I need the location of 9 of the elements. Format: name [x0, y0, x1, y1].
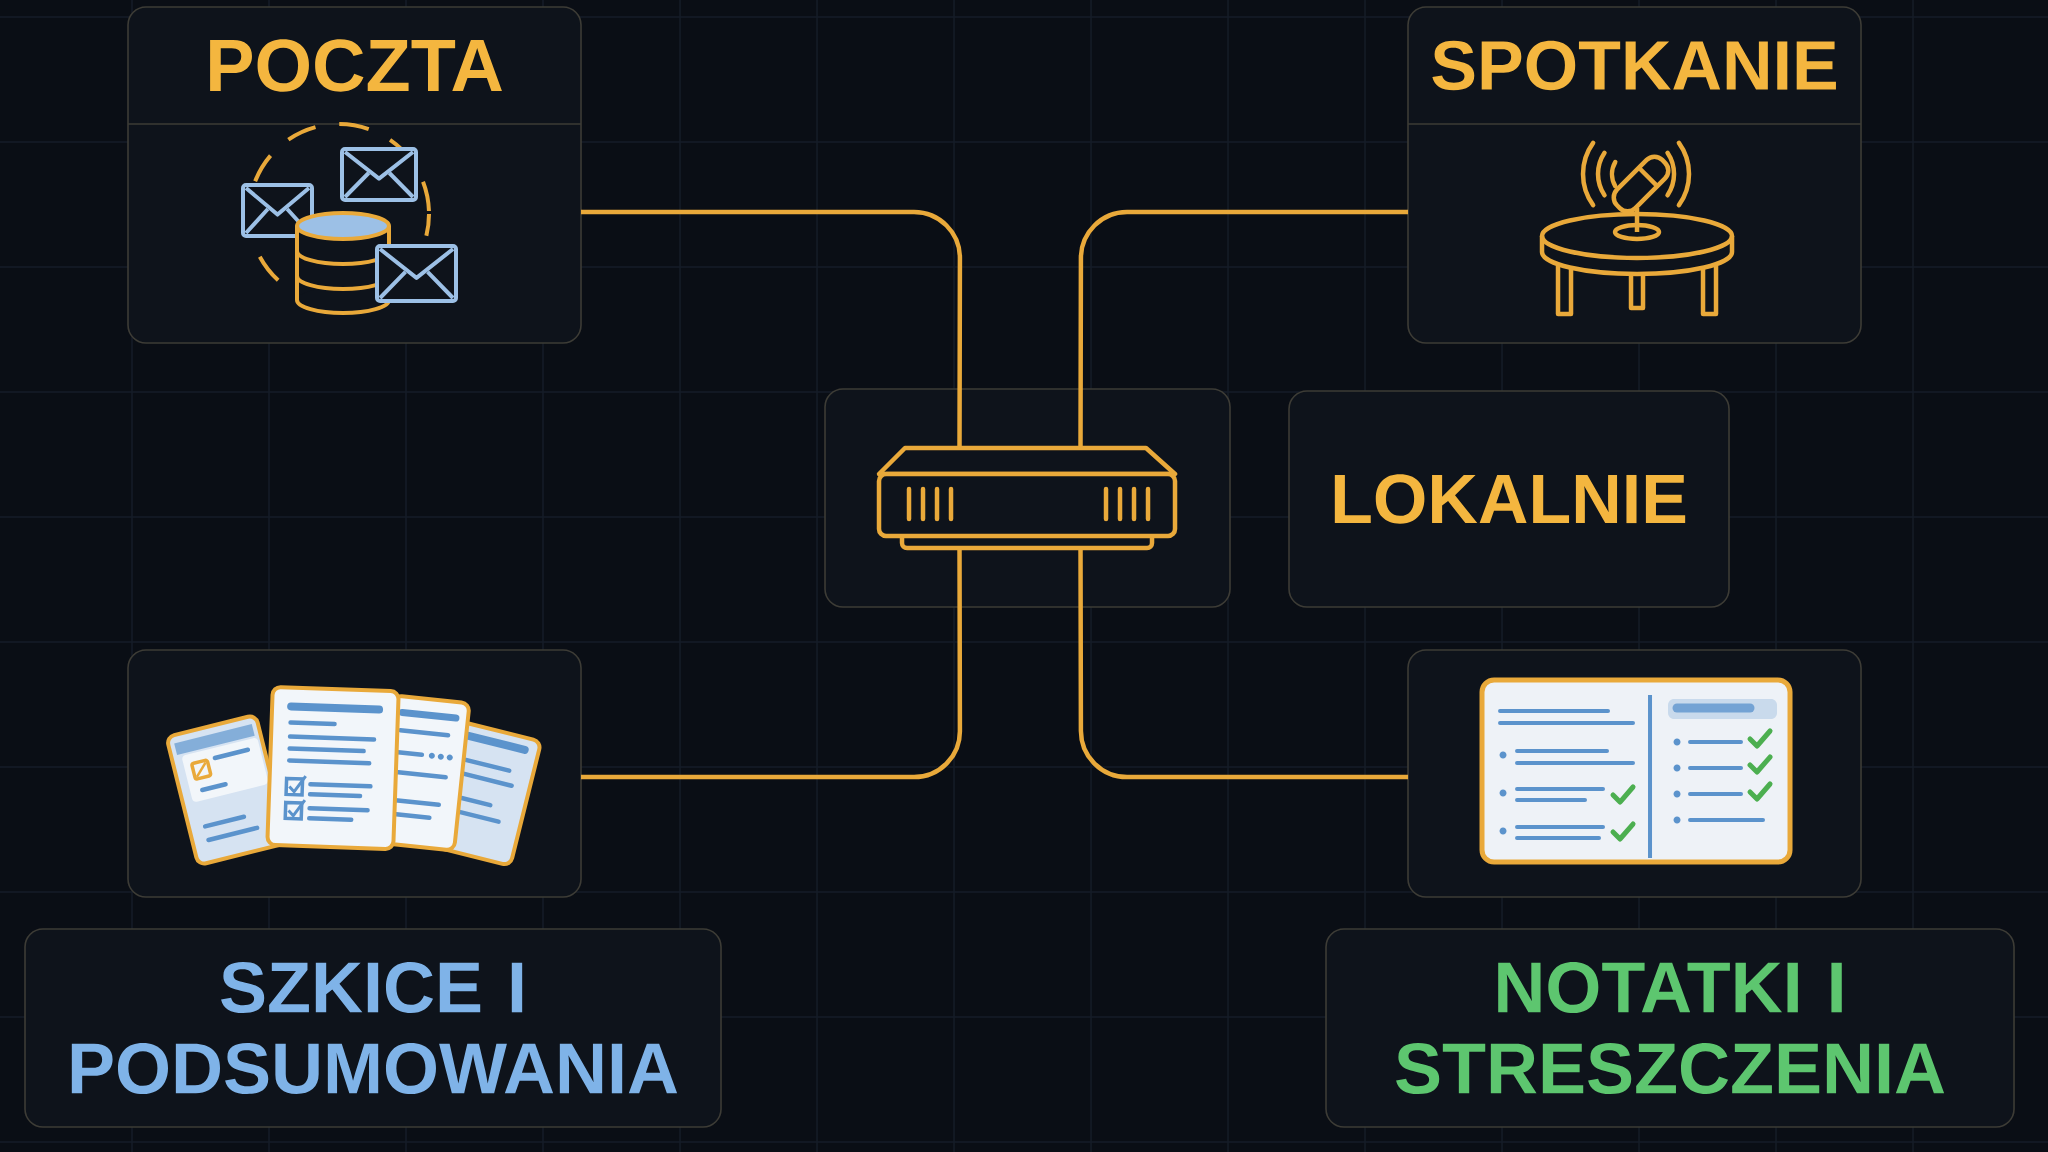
connector	[581, 209, 963, 448]
label-box: SZKICE I PODSUMOWANIA	[24, 928, 722, 1128]
connector	[1078, 209, 1408, 448]
label-box: LOKALNIE	[1288, 390, 1730, 608]
connector	[1078, 548, 1408, 780]
connector	[581, 548, 963, 780]
heading: SPOTKANIE	[1432, 40, 1836, 91]
heading: POCZTA	[210, 39, 502, 92]
label-box: NOTATKI I STRESZCZENIA	[1325, 928, 2015, 1128]
